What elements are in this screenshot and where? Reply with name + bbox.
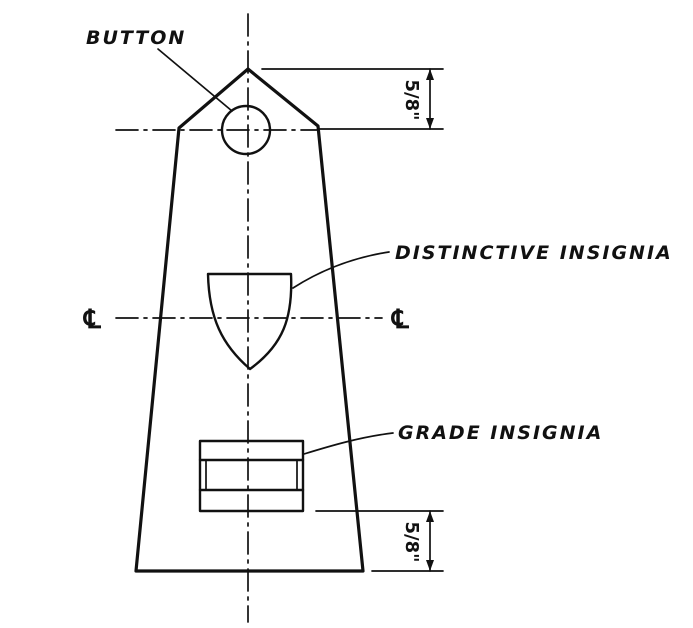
grade-insignia-label: GRADE INSIGNIA <box>398 422 603 444</box>
distinctive-insignia-label: DISTINCTIVE INSIGNIA <box>395 242 673 264</box>
centerline-symbol-left: ℄ <box>83 305 102 335</box>
bottom-dimension-arrow-up <box>426 511 434 522</box>
top-dimension-arrow-up <box>426 69 434 80</box>
grade-insignia-leader <box>303 432 394 455</box>
distinctive-insignia-leader <box>292 251 390 289</box>
top-dimension-value: 5/8" <box>401 79 422 120</box>
bottom-dimension-value: 5/8" <box>401 521 422 562</box>
top-dimension-arrow-down <box>426 118 434 129</box>
bottom-dimension-arrow-down <box>426 560 434 571</box>
button-label: BUTTON <box>86 27 186 49</box>
shoulder-loop-outline <box>134 67 365 573</box>
distinctive-insignia-shield <box>206 272 293 371</box>
centerline-symbol-right: ℄ <box>391 305 410 335</box>
button-leader <box>157 48 233 112</box>
grade-insignia-outer <box>198 439 305 513</box>
